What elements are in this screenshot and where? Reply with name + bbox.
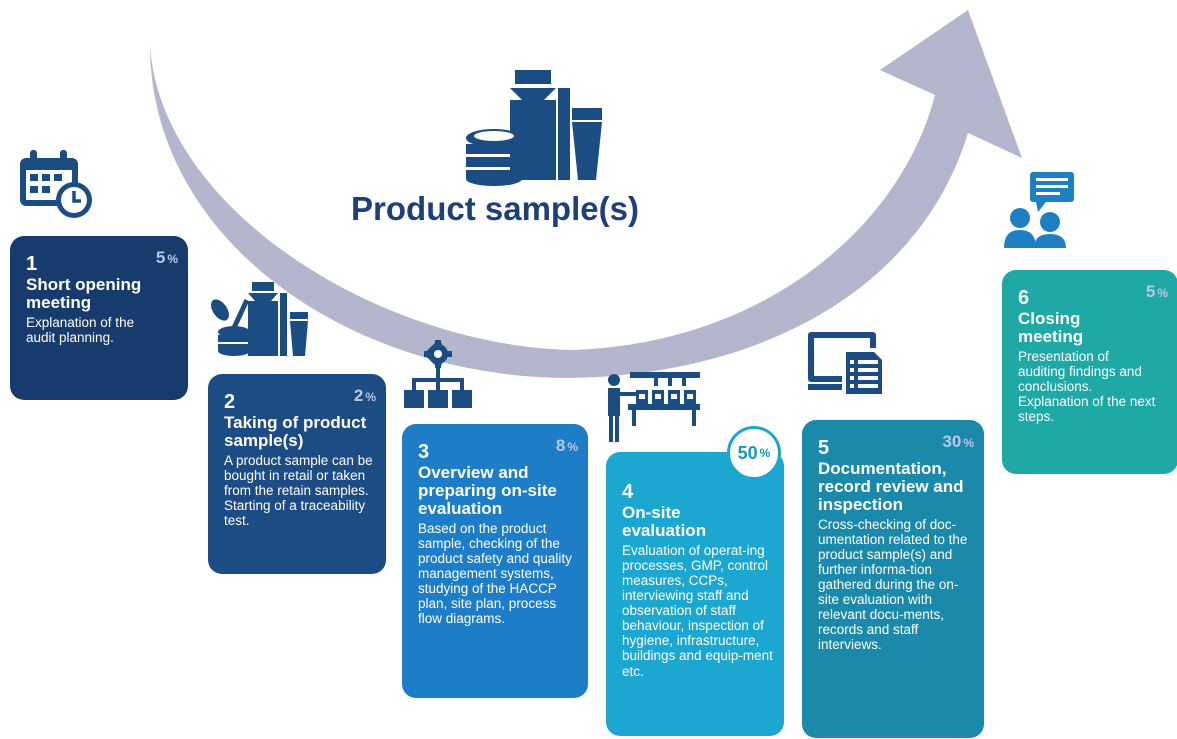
process-flow-icon — [404, 340, 472, 408]
step-percent: 2% — [353, 386, 376, 405]
step-card-2: 2% 2 Taking of product sample(s) A produ… — [208, 374, 386, 574]
step-description: Based on the product sample, checking of… — [418, 520, 572, 627]
step-percent: 8% — [555, 436, 578, 455]
step-4-percent-badge: 50% — [727, 426, 781, 480]
step-card-1: 5% 1 Short opening meeting Explanation o… — [10, 236, 188, 400]
discussion-people-icon — [1004, 172, 1074, 248]
product-sample-icon — [211, 282, 308, 356]
step-title: On-site evaluation — [622, 503, 707, 540]
step-description: Cross-checking of doc-umentation related… — [818, 516, 968, 653]
step-description: Explanation of the audit planning. — [26, 314, 135, 345]
step-percent: 30% — [942, 432, 974, 451]
step-card-4: 4 On-site evaluation Evaluation of opera… — [606, 452, 784, 736]
production-line-icon — [608, 372, 700, 442]
step-number: 3 — [418, 441, 430, 463]
curved-arrow-shape — [150, 10, 1022, 378]
step-card-5: 30% 5 Documentation, record review and i… — [802, 420, 984, 738]
step-number: 2 — [224, 391, 236, 413]
step-description: Evaluation of operat-ing processes, GMP,… — [622, 542, 773, 679]
step-number: 6 — [1018, 287, 1030, 309]
step-title: Overview and preparing on-site evaluatio… — [418, 463, 557, 518]
step-title: Closing meeting — [1018, 309, 1084, 346]
step-card-6: 5% 6 Closing meeting Presentation of aud… — [1002, 270, 1177, 474]
step-number: 4 — [622, 481, 634, 503]
documents-monitor-icon — [808, 332, 884, 396]
step-percent: 5% — [1145, 282, 1168, 301]
step-percent: 5% — [155, 248, 178, 267]
step-description: Presentation of auditing findings and co… — [1018, 348, 1156, 425]
step-number: 1 — [26, 253, 38, 275]
step-number: 5 — [818, 437, 830, 459]
calendar-clock-icon — [20, 150, 92, 218]
step-card-3: 8% 3 Overview and preparing on-site eval… — [402, 424, 588, 698]
center-title: Product sample(s) — [351, 190, 639, 227]
step-title: Short opening meeting — [26, 275, 142, 312]
step-title: Taking of product sample(s) — [224, 413, 367, 450]
product-sample-icon — [466, 70, 602, 186]
step-title: Documentation, record review and inspect… — [818, 459, 964, 514]
step-description: A product sample can be bought in retail… — [224, 452, 373, 529]
